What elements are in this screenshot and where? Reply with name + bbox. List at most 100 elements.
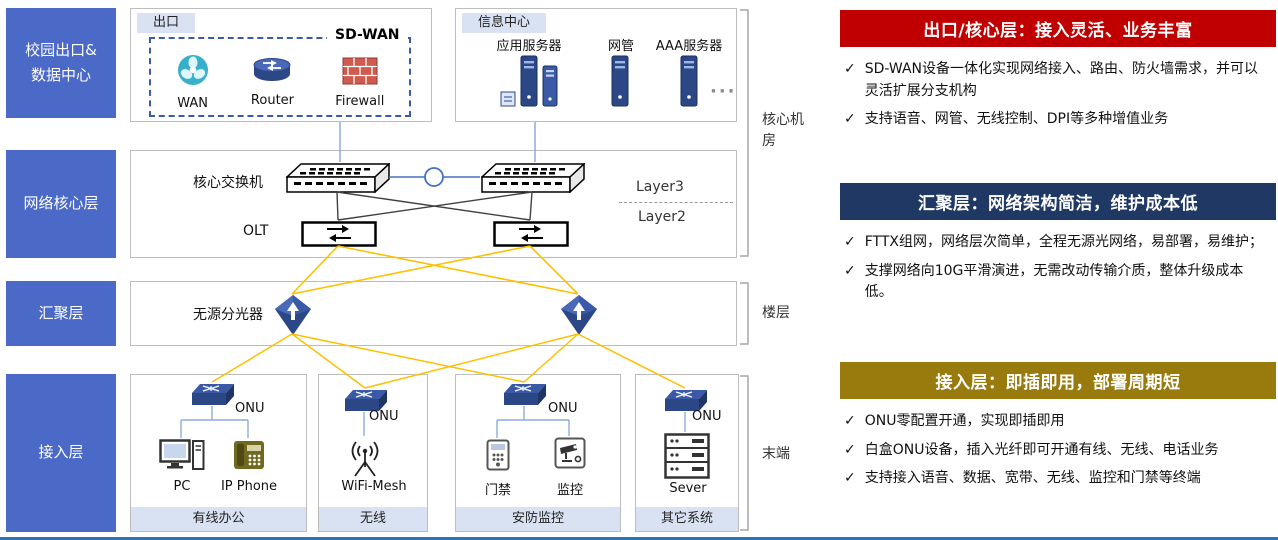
server-label: Sever <box>669 481 707 496</box>
bottom-divider <box>0 537 1278 540</box>
firewall-icon <box>342 55 378 89</box>
layer3-label: Layer3 <box>636 179 684 195</box>
info-center-tab-label: 信息中心 <box>462 13 547 33</box>
bullet-item: ✓ 支撑网络向10G平滑演进，无需改动传输介质，整体升级成本低。 <box>844 261 1270 304</box>
layer2-label: Layer2 <box>638 209 686 225</box>
bullet-text: 支持接入语音、数据、宽带、无线、监控和门禁等终端 <box>864 470 1201 487</box>
exit-box: 出口 SD-WAN WAN <box>130 8 432 122</box>
ip-phone-label: IP Phone <box>220 479 278 494</box>
aaa-server-label: AAA服务器 <box>655 39 723 54</box>
group-title-wired: 有线办公 <box>131 507 306 531</box>
bullet-text: ONU零配置开通，实现即插即用 <box>864 413 1065 429</box>
bullet-item: ✓ 支持语音、网管、无线控制、DPI等多种增值业务 <box>844 109 1270 131</box>
panel-title-aggregation: 汇聚层：网络架构简洁，维护成本低 <box>840 183 1276 220</box>
wan-globe-icon <box>176 53 210 91</box>
router-device: Router <box>251 56 294 108</box>
nms-server-icon <box>611 55 629 111</box>
zone-brackets <box>740 9 749 531</box>
olt-icon <box>301 221 377 251</box>
pc-label: PC <box>173 479 191 494</box>
check-icon: ✓ <box>844 470 856 487</box>
bullet-item: ✓ FTTX组网，网络层次简单，全程无源光网络，易部署，易维护； <box>844 232 1270 254</box>
wifi-antenna-icon <box>346 437 384 481</box>
panel-title-core: 出口/核心层：接入灵活、业务丰富 <box>840 10 1276 47</box>
onu-label: ONU <box>692 409 722 424</box>
optical-splitter-icon <box>274 294 312 340</box>
sidebar-item-access-layer: 接入层 <box>6 374 116 532</box>
more-servers-ellipsis: ··· <box>710 81 737 102</box>
aaa-server-icon <box>680 55 698 111</box>
server-rack-icon <box>664 433 710 483</box>
check-icon: ✓ <box>844 262 856 279</box>
bullet-text: SD-WAN设备一体化实现网络接入、路由、防火墙需求，并可以灵活扩展分支机构 <box>864 61 1259 99</box>
pc-icon <box>159 439 205 481</box>
group-title-security: 安防监控 <box>456 507 620 531</box>
bullet-item: ✓ 白盒ONU设备，插入光纤即可开通有线、无线、电话业务 <box>844 440 1270 462</box>
layer-label: 汇聚层 <box>38 303 84 322</box>
bullet-text: FTTX组网，网络层次简单，全程无源光网络，易部署，易维护； <box>864 234 1263 250</box>
onu-label: ONU <box>369 409 399 424</box>
group-title-wireless: 无线 <box>319 507 427 531</box>
layer-label: 接入层 <box>38 443 84 462</box>
core-switch-icon <box>480 162 586 197</box>
firewall-label: Firewall <box>335 94 385 109</box>
check-icon: ✓ <box>844 61 856 77</box>
zone-label-core-room: 核心机房 <box>762 112 804 149</box>
onu-label: ONU <box>548 401 578 416</box>
bullet-text: 白盒ONU设备，插入光纤即可开通有线、无线、电话业务 <box>864 441 1219 458</box>
access-group-security: ONU 门禁 监控 安防监控 <box>455 374 621 532</box>
zone-label-floor: 楼层 <box>762 305 790 321</box>
layer-label: 网络核心层 <box>23 194 99 213</box>
group-title-other: 其它系统 <box>636 507 738 531</box>
router-label: Router <box>250 93 295 108</box>
panel-card-access: 接入层：即插即用，部署周期短 ✓ ONU零配置开通，实现即插即用 ✓ 白盒ONU… <box>840 362 1276 497</box>
panel-title-access: 接入层：即插即用，部署周期短 <box>840 362 1276 399</box>
check-icon: ✓ <box>844 441 856 458</box>
panel-card-aggregation: 汇聚层：网络架构简洁，维护成本低 ✓ FTTX组网，网络层次简单，全程无源光网络… <box>840 183 1276 311</box>
door-access-label: 门禁 <box>484 483 511 498</box>
sdwan-label: SD-WAN <box>327 27 408 43</box>
zone-label-terminal: 末端 <box>762 446 790 462</box>
panel-body-core: ✓ SD-WAN设备一体化实现网络接入、路由、防火墙需求，并可以灵活扩展分支机构… <box>840 47 1276 131</box>
onu-icon <box>503 383 547 411</box>
sidebar-item-campus-exit: 校园出口&数据中心 <box>6 8 116 118</box>
core-switch-icon <box>285 162 391 197</box>
panel-body-access: ✓ ONU零配置开通，实现即插即用 ✓ 白盒ONU设备，插入光纤即可开通有线、无… <box>840 399 1276 490</box>
bullet-item: ✓ 支持接入语音、数据、宽带、无线、监控和门禁等终端 <box>844 468 1270 490</box>
exit-tab-label: 出口 <box>137 13 196 33</box>
surveillance-label: 监控 <box>556 483 583 498</box>
door-access-icon <box>486 439 510 475</box>
firewall-device: Firewall <box>335 55 384 109</box>
bullet-text: 支撑网络向10G平滑演进，无需改动传输介质，整体升级成本低。 <box>864 262 1244 301</box>
info-center-box: 信息中心 应用服务器 网管 AAA服务器 ··· <box>455 8 737 122</box>
splitter-label: 无源分光器 <box>193 307 263 323</box>
check-icon: ✓ <box>844 111 856 128</box>
router-icon <box>251 56 293 88</box>
sdwan-dashed-group: WAN Router <box>149 37 411 117</box>
check-icon: ✓ <box>844 234 856 250</box>
check-icon: ✓ <box>844 413 856 429</box>
layer-label: 校园出口&数据中心 <box>25 40 97 85</box>
app-server-label: 应用服务器 <box>496 39 562 54</box>
sidebar-item-aggregation-layer: 汇聚层 <box>6 281 116 346</box>
wan-device: WAN <box>176 53 210 111</box>
bullet-item: ✓ ONU零配置开通，实现即插即用 <box>844 411 1270 433</box>
panel-body-aggregation: ✓ FTTX组网，网络层次简单，全程无源光网络，易部署，易维护； ✓ 支撑网络向… <box>840 220 1276 304</box>
wifi-mesh-label: WiFi-Mesh <box>341 479 407 494</box>
bullet-text: 支持语音、网管、无线控制、DPI等多种增值业务 <box>864 111 1169 128</box>
surveillance-camera-icon <box>554 437 586 473</box>
onu-icon <box>191 383 235 411</box>
access-group-wireless: ONU WiFi-Mesh 无线 <box>318 374 428 532</box>
sidebar-item-core-layer: 网络核心层 <box>6 150 116 258</box>
app-server-icon <box>500 55 558 107</box>
onu-icon <box>664 389 708 417</box>
core-layer-box: 核心交换机 <box>130 150 737 258</box>
panel-card-core: 出口/核心层：接入灵活、业务丰富 ✓ SD-WAN设备一体化实现网络接入、路由、… <box>840 10 1276 138</box>
layer-divider <box>619 202 733 203</box>
ip-phone-icon <box>233 439 265 475</box>
core-switch-label: 核心交换机 <box>193 175 263 191</box>
olt-icon <box>493 221 569 251</box>
nms-label: 网管 <box>607 39 634 54</box>
access-group-wired: ONU PC <box>130 374 307 532</box>
